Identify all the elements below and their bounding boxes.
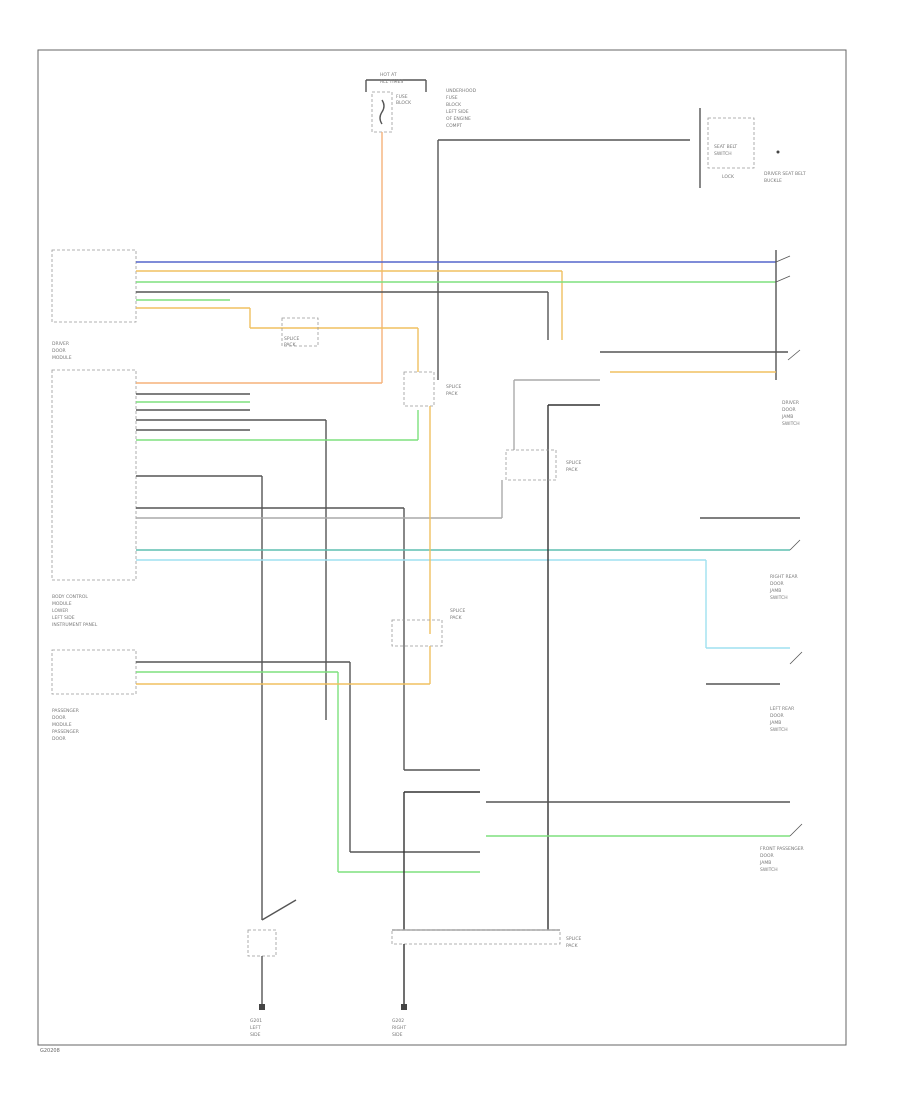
svg-text:JAMB: JAMB: [759, 860, 771, 866]
bcm-wires: [136, 380, 790, 920]
svg-text:SWITCH: SWITCH: [770, 727, 788, 733]
svg-text:LEFT REAR: LEFT REAR: [770, 706, 794, 712]
svg-text:DOOR: DOOR: [760, 853, 774, 859]
svg-text:LOWER: LOWER: [52, 608, 68, 614]
ground-left: G201 LEFT SIDE: [250, 1004, 265, 1038]
svg-text:DRIVER: DRIVER: [52, 341, 69, 347]
driver-door-module: DRIVER DOOR MODULE: [51, 249, 137, 361]
svg-text:RIGHT REAR: RIGHT REAR: [770, 574, 798, 580]
left-rear-door-jamb-switch: LEFT REAR DOOR JAMB SWITCH: [706, 651, 803, 733]
diagram-code: G20208: [40, 1048, 60, 1054]
driver-door-jamb-switch: DRIVER DOOR JAMB SWITCH: [600, 250, 801, 427]
svg-text:DOOR: DOOR: [52, 348, 66, 354]
svg-text:ALL TIMES: ALL TIMES: [380, 79, 403, 85]
svg-text:DOOR: DOOR: [52, 715, 66, 721]
svg-text:FUSE: FUSE: [396, 94, 408, 100]
svg-text:SWITCH: SWITCH: [770, 595, 788, 601]
svg-text:PACK: PACK: [566, 467, 579, 473]
svg-text:DRIVER: DRIVER: [782, 400, 799, 406]
splice-pack-e: SPLICE PACK: [391, 929, 582, 1008]
svg-text:JAMB: JAMB: [781, 414, 793, 420]
svg-text:LEFT: LEFT: [250, 1025, 261, 1031]
svg-text:PASSENGER: PASSENGER: [52, 729, 79, 735]
svg-text:SEAT BELT: SEAT BELT: [714, 144, 737, 150]
svg-text:JAMB: JAMB: [769, 720, 781, 726]
svg-text:PACK: PACK: [450, 615, 463, 621]
svg-text:DOOR: DOOR: [770, 581, 784, 587]
ground-right: G202 RIGHT SIDE: [392, 1004, 407, 1038]
svg-text:BLOCK: BLOCK: [446, 102, 462, 108]
svg-text:PACK: PACK: [284, 342, 297, 348]
svg-text:BLOCK: BLOCK: [396, 100, 412, 106]
svg-text:DRIVER SEAT BELT: DRIVER SEAT BELT: [764, 171, 806, 177]
front-passenger-door-jamb-switch: FRONT PASSENGER DOOR JAMB SWITCH: [403, 791, 804, 930]
diagram-frame: [37, 49, 847, 1046]
svg-text:SWITCH: SWITCH: [760, 867, 778, 873]
svg-text:BUCKLE: BUCKLE: [764, 178, 782, 184]
splice-pack-a: SPLICE PACK: [281, 317, 319, 348]
svg-text:DOOR: DOOR: [782, 407, 796, 413]
svg-text:SWITCH: SWITCH: [782, 421, 800, 427]
svg-text:LEFT SIDE: LEFT SIDE: [52, 615, 75, 621]
underhood-fuse-block: UNDERHOOD FUSE BLOCK LEFT SIDE OF ENGINE…: [437, 88, 690, 380]
svg-text:PACK: PACK: [446, 391, 459, 397]
svg-text:FUSE: FUSE: [446, 95, 458, 101]
svg-text:MODULE: MODULE: [52, 722, 72, 728]
svg-text:HOT AT: HOT AT: [380, 72, 397, 78]
svg-text:DOOR: DOOR: [52, 736, 66, 742]
svg-text:UNDERHOOD: UNDERHOOD: [446, 88, 477, 94]
seat-belt-switch: SEAT BELT SWITCH LOCK DRIVER SEAT BELT B…: [699, 108, 806, 188]
svg-text:G202: G202: [392, 1018, 404, 1024]
svg-text:JAMB: JAMB: [769, 588, 781, 594]
svg-text:SIDE: SIDE: [392, 1032, 403, 1038]
svg-text:MODULE: MODULE: [52, 355, 72, 361]
svg-text:COMPT: COMPT: [446, 123, 462, 129]
driver-module-wires: [136, 261, 776, 372]
splice-pack-b: SPLICE PACK: [403, 371, 462, 634]
svg-text:SIDE: SIDE: [250, 1032, 261, 1038]
svg-text:BODY CONTROL: BODY CONTROL: [52, 594, 88, 600]
svg-text:G201: G201: [250, 1018, 262, 1024]
splice-pack-c: SPLICE PACK: [501, 379, 600, 930]
svg-text:MODULE: MODULE: [52, 601, 72, 607]
bottom-left-splice: [247, 899, 297, 1008]
passenger-door-module: PASSENGER DOOR MODULE PASSENGER DOOR: [51, 646, 480, 873]
svg-text:SPLICE: SPLICE: [450, 608, 466, 614]
svg-text:RIGHT: RIGHT: [392, 1025, 406, 1031]
svg-text:FRONT PASSENGER: FRONT PASSENGER: [760, 846, 804, 852]
svg-text:DOOR: DOOR: [770, 713, 784, 719]
svg-text:SPLICE: SPLICE: [284, 336, 300, 342]
svg-text:SPLICE: SPLICE: [566, 936, 582, 942]
svg-text:SPLICE: SPLICE: [566, 460, 582, 466]
body-control-module: BODY CONTROL MODULE LOWER LEFT SIDE INST…: [51, 369, 137, 628]
svg-text:PACK: PACK: [566, 943, 579, 949]
splice-pack-d: SPLICE PACK: [391, 608, 466, 647]
top-fuse-block: HOT AT ALL TIMES FUSE BLOCK: [365, 72, 427, 380]
svg-text:SWITCH: SWITCH: [714, 151, 732, 157]
svg-text:INSTRUMENT PANEL: INSTRUMENT PANEL: [52, 622, 98, 628]
svg-text:PASSENGER: PASSENGER: [52, 708, 79, 714]
right-rear-door-jamb-switch: RIGHT REAR DOOR JAMB SWITCH: [700, 517, 801, 601]
svg-text:LOCK: LOCK: [722, 174, 735, 180]
svg-text:SPLICE: SPLICE: [446, 384, 462, 390]
svg-text:LEFT SIDE: LEFT SIDE: [446, 109, 469, 115]
svg-text:OF ENGINE: OF ENGINE: [446, 116, 471, 122]
